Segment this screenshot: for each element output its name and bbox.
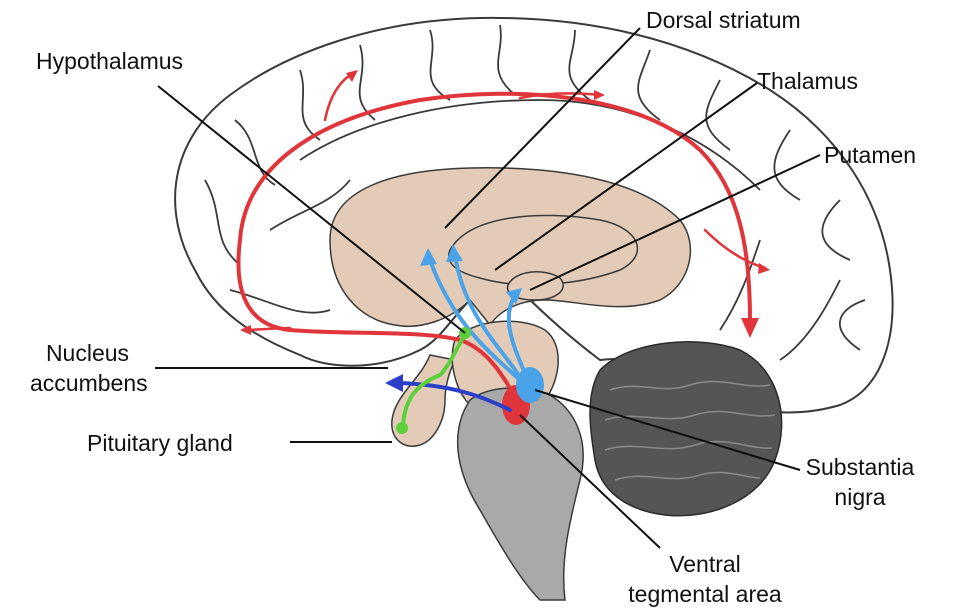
label-hypothalamus: Hypothalamus	[36, 46, 183, 76]
label-nucleus-accumbens-line2: accumbens	[30, 368, 145, 398]
label-dorsal-striatum: Dorsal striatum	[646, 5, 801, 35]
label-nucleus-accumbens-line1: Nucleus	[30, 338, 145, 368]
label-pituitary-gland: Pituitary gland	[87, 428, 233, 458]
label-substantia-nigra-line1: Substantia	[800, 452, 920, 482]
label-thalamus: Thalamus	[757, 66, 858, 96]
label-substantia-nigra-line2: nigra	[800, 482, 920, 512]
label-ventral-tegmental-line1: Ventral	[610, 549, 800, 579]
label-ventral-tegmental-area: Ventral tegmental area	[610, 549, 800, 609]
substantia-nigra	[516, 367, 544, 403]
label-nucleus-accumbens: Nucleus accumbens	[30, 338, 145, 398]
cerebellum	[590, 342, 782, 516]
label-putamen: Putamen	[824, 140, 916, 170]
label-ventral-tegmental-line2: tegmental area	[610, 579, 800, 609]
pituitary-node	[396, 422, 408, 434]
label-substantia-nigra: Substantia nigra	[800, 452, 920, 512]
arrowhead-icon	[385, 374, 403, 392]
